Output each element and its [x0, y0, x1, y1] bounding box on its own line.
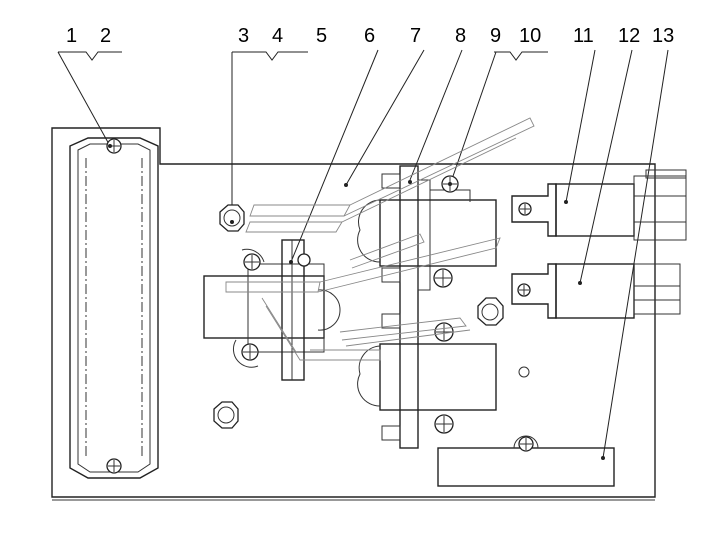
relay-screw-c: [297, 253, 311, 267]
mounting-hole: [518, 366, 530, 378]
callout-5: 5: [316, 25, 327, 47]
center-bracket: [381, 165, 431, 449]
callout-4: 4: [272, 25, 283, 47]
callout-2: 2: [100, 25, 111, 47]
terminal-block-12: [511, 263, 681, 319]
hex-bolts: [213, 204, 504, 429]
callout-11: 11: [573, 25, 594, 47]
callout-12: 12: [618, 25, 640, 47]
callout-9: 9: [490, 25, 501, 47]
lower-relay: [357, 343, 497, 411]
callout-13: 13: [652, 25, 674, 47]
long-cover-plate: [69, 137, 159, 479]
callout-10: 10: [519, 25, 541, 47]
callout-6: 6: [364, 25, 375, 47]
callout-8: 8: [455, 25, 466, 47]
wire-harness-lines: [225, 117, 535, 361]
callout-3: 3: [238, 25, 249, 47]
callout-1: 1: [66, 25, 77, 47]
leader-dots: [108, 144, 605, 460]
upper-relay: [357, 189, 497, 267]
terminal-block-11: [511, 169, 687, 241]
base-plate: [51, 127, 656, 498]
callout-7: 7: [410, 25, 421, 47]
leader-lines: [57, 49, 669, 459]
left-relay: [203, 239, 341, 381]
